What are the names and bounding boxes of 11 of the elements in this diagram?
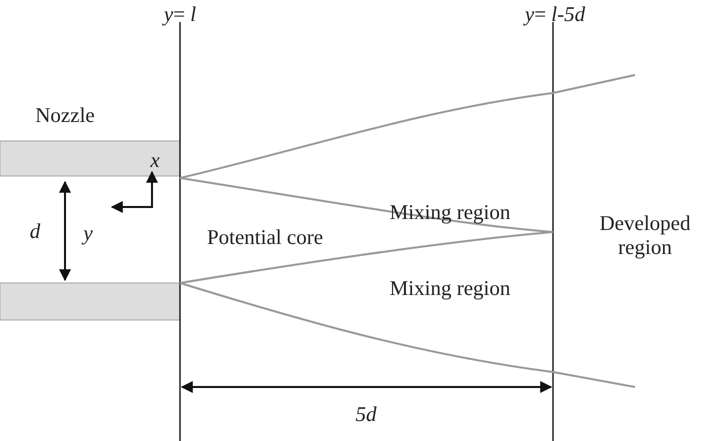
axis-label: y	[83, 221, 93, 245]
axis-label: x	[150, 148, 160, 172]
dimension-label: d	[30, 219, 40, 243]
axis-label: y= l-5d	[524, 2, 586, 26]
dimension-label: 5d	[356, 402, 376, 426]
region-label: Developed region	[598, 211, 692, 259]
axis-label: y= l	[164, 2, 196, 26]
nozzle-label: Nozzle	[35, 103, 95, 127]
region-label: Mixing region	[390, 276, 510, 300]
region-label: Potential core	[206, 225, 324, 249]
region-label: Mixing region	[390, 200, 510, 224]
